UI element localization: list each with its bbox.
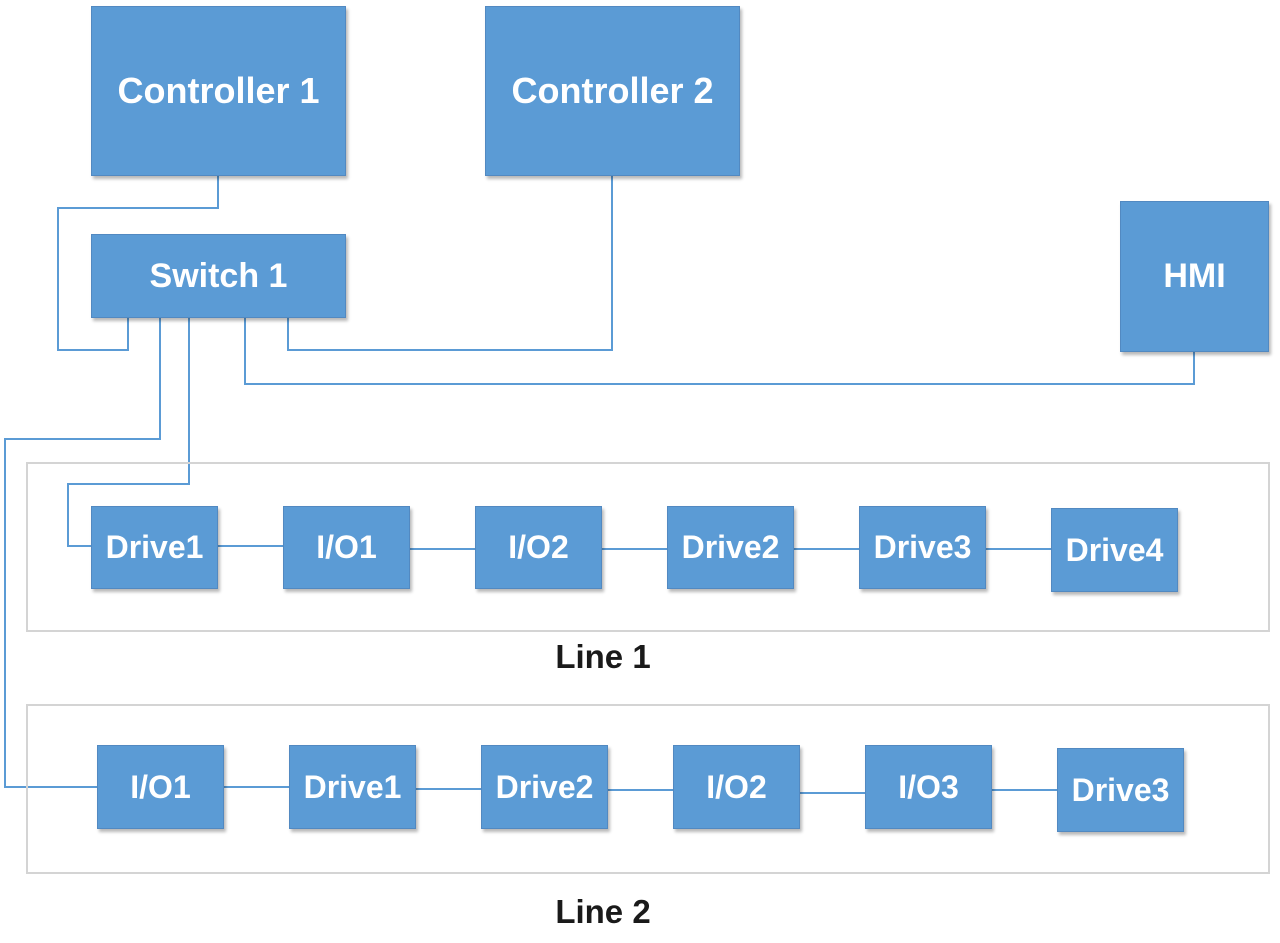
hmi-label: HMI bbox=[1163, 257, 1226, 295]
line-1-device-drive3: Drive3 bbox=[859, 506, 986, 589]
line-1-device-io2: I/O2 bbox=[475, 506, 602, 589]
device-label: Drive2 bbox=[681, 529, 780, 565]
device-label: I/O1 bbox=[130, 768, 191, 805]
device-label: Drive2 bbox=[495, 768, 594, 805]
device-label: Drive3 bbox=[873, 529, 972, 565]
device-label: Drive1 bbox=[105, 529, 204, 565]
switch-1-label: Switch 1 bbox=[149, 256, 288, 295]
line-2-device-io1: I/O1 bbox=[97, 745, 224, 829]
line-1-frame bbox=[26, 462, 1270, 632]
line-2-device-io3: I/O3 bbox=[865, 745, 992, 829]
line-1-device-drive1: Drive1 bbox=[91, 506, 218, 589]
line-2-device-drive1: Drive1 bbox=[289, 745, 416, 829]
device-label: Drive3 bbox=[1071, 771, 1170, 808]
hmi: HMI bbox=[1120, 201, 1269, 352]
line-1-device-drive2: Drive2 bbox=[667, 506, 794, 589]
line-2-label: Line 2 bbox=[555, 893, 651, 930]
device-label: Drive1 bbox=[303, 768, 402, 805]
controller-2: Controller 2 bbox=[485, 6, 740, 176]
device-label: I/O3 bbox=[898, 768, 959, 805]
switch-1: Switch 1 bbox=[91, 234, 346, 318]
line-2-device-drive2: Drive2 bbox=[481, 745, 608, 829]
device-label: I/O2 bbox=[508, 529, 569, 565]
line-2-device-io2: I/O2 bbox=[673, 745, 800, 829]
controller-1-label: Controller 1 bbox=[117, 70, 320, 111]
device-label: I/O2 bbox=[706, 768, 767, 805]
line-2-device-drive3: Drive3 bbox=[1057, 748, 1184, 832]
device-label: Drive4 bbox=[1065, 531, 1164, 568]
controller-2-label: Controller 2 bbox=[511, 70, 714, 111]
line-1-label: Line 1 bbox=[555, 638, 651, 675]
device-label: I/O1 bbox=[316, 529, 377, 565]
controller-1: Controller 1 bbox=[91, 6, 346, 176]
line-1-device-io1: I/O1 bbox=[283, 506, 410, 589]
line-2-frame bbox=[26, 704, 1270, 874]
line-1-device-drive4: Drive4 bbox=[1051, 508, 1178, 592]
